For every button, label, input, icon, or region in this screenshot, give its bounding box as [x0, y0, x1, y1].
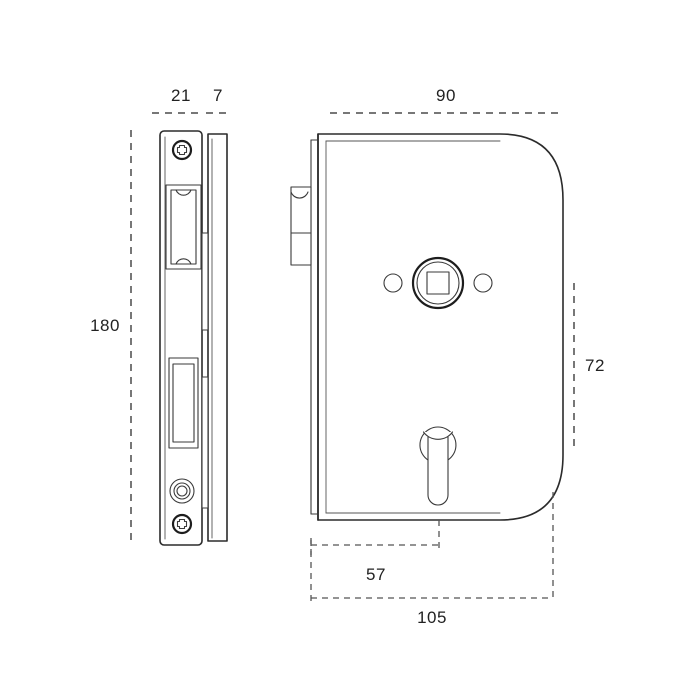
euro-cylinder-keyhole: [419, 426, 457, 506]
top-screw: [171, 139, 193, 161]
fixing-hole-right: [473, 273, 493, 293]
dim-57-label: 57: [366, 565, 386, 584]
latch-bolt: [290, 186, 312, 266]
latch-bolt-cutout: [165, 184, 202, 270]
forend-strip-outline: [207, 133, 228, 542]
dimension-105: 105: [310, 492, 554, 627]
dim-180-label: 180: [90, 316, 120, 335]
latch-bolt-body: [290, 186, 312, 234]
keyhole-cam-slot: [427, 436, 449, 506]
dimension-7: 7: [206, 86, 228, 114]
latch-cutout-inner: [170, 189, 197, 265]
latch-cutout-notch-top: [175, 189, 192, 196]
latch-cutout-notch-bottom: [175, 258, 192, 265]
round-hole-inner: [176, 485, 188, 497]
square-spindle: [426, 271, 450, 295]
side-deadbolt-projection: [201, 376, 209, 509]
side-view-bolt-projections: [201, 232, 209, 509]
latch-bolt-lower-segment: [290, 232, 312, 266]
dim-21-label: 21: [171, 86, 191, 105]
bottom-screw-head: [171, 513, 193, 535]
keyhole-shoulder-blend: [422, 431, 454, 440]
dimension-57: 57: [310, 520, 440, 584]
dim-7-label: 7: [213, 86, 223, 105]
lock-case-outline: [317, 133, 564, 521]
fixing-hole-left: [383, 273, 403, 293]
deadbolt-cutout: [168, 357, 199, 449]
side-view: [159, 130, 228, 546]
dimension-72: 72: [573, 283, 605, 448]
round-hole: [169, 478, 195, 504]
dim-90-label: 90: [436, 86, 456, 105]
dimension-90: 90: [330, 86, 563, 114]
bottom-screw-cross-slot: [176, 518, 188, 530]
dim-72-label: 72: [585, 356, 605, 375]
latch-bolt-notch-top: [290, 191, 309, 199]
top-screw-head: [171, 139, 193, 161]
dimension-21: 21: [152, 86, 200, 114]
spindle-hole: [411, 256, 465, 310]
bottom-screw: [171, 513, 193, 535]
deadbolt-cutout-inner: [172, 363, 195, 443]
top-screw-cross-slot: [176, 144, 188, 156]
front-view: [290, 133, 564, 521]
side-latch-projection: [201, 232, 209, 331]
dimension-180: 180: [90, 130, 132, 546]
dim-105-label: 105: [417, 608, 447, 627]
